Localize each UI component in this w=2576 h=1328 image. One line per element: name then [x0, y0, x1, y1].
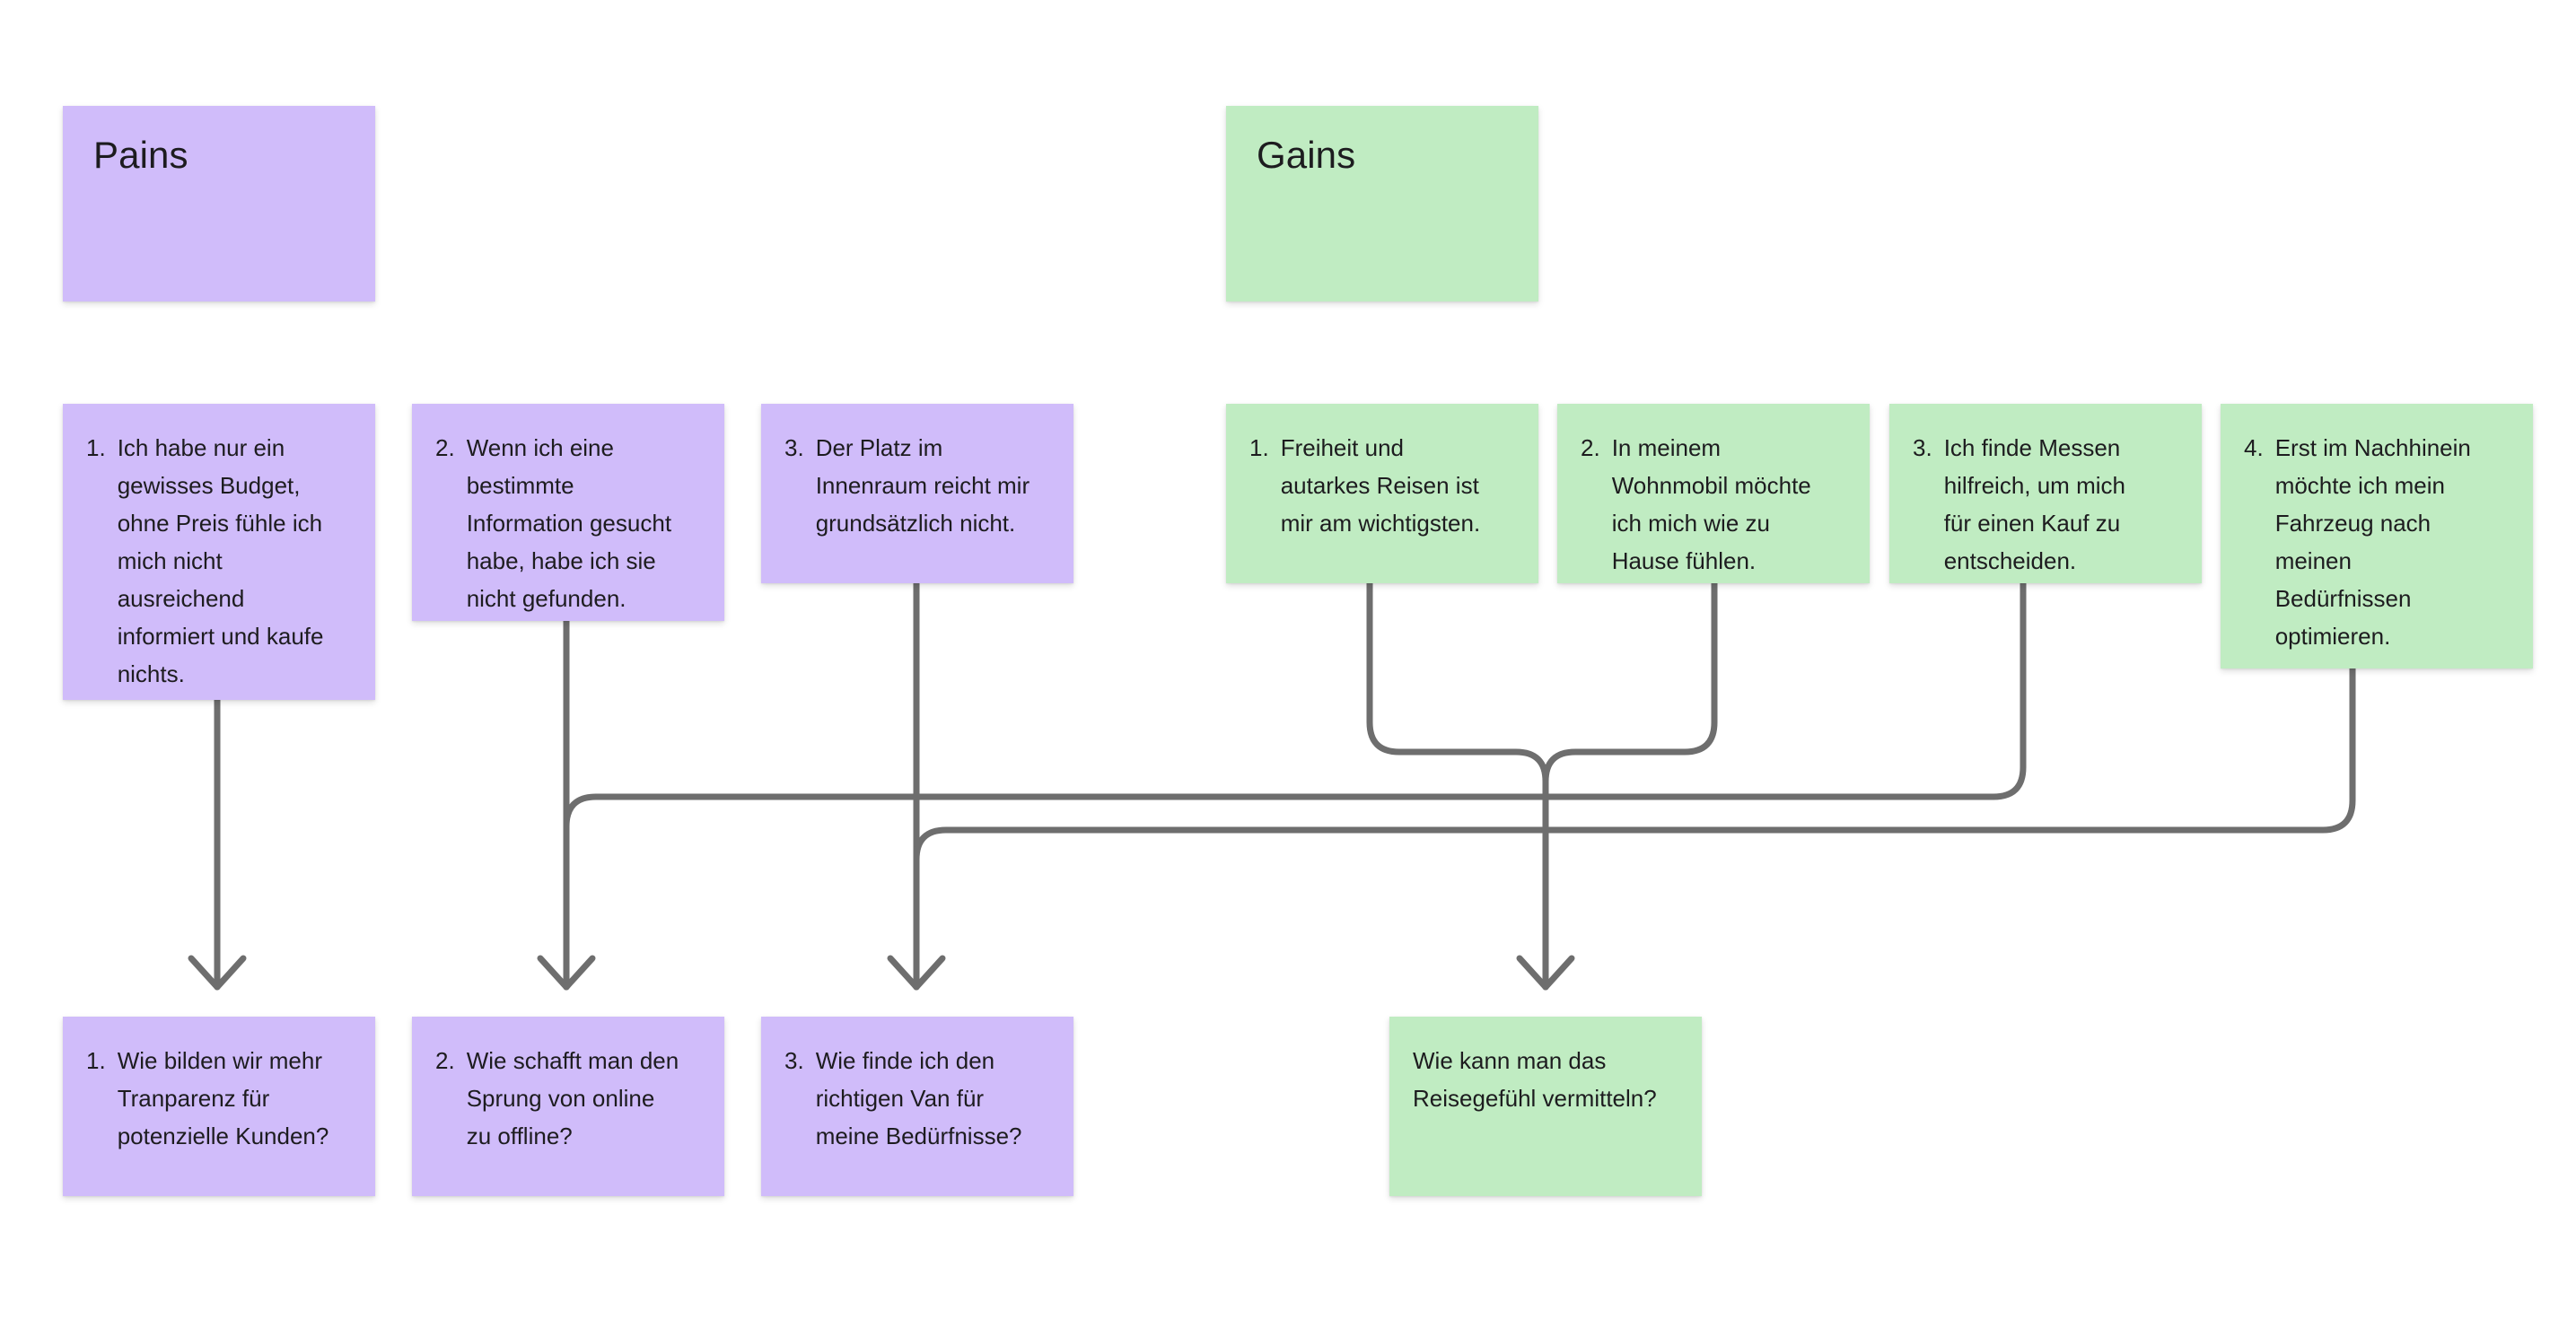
arrowhead-question2 [537, 955, 596, 991]
question-card-gain-1-content: Wie kann man das Reisegefühl vermitteln? [1413, 1042, 1678, 1117]
question-card-pain-3[interactable]: 3. Wie finde ich den richtigen Van für m… [761, 1017, 1073, 1196]
gain-card-3-number: 3. [1913, 434, 1932, 461]
question-card-pain-2-text: Wie schafft man den Sprung von online zu… [466, 1047, 679, 1149]
gain-card-3[interactable]: 3. Ich finde Messen hilfreich, um mich f… [1889, 404, 2202, 583]
pain-card-3-content: 3. Der Platz im Innenraum reicht mir gru… [784, 429, 1050, 542]
gain-card-1-text: Freiheit und autarkes Reisen ist mir am … [1280, 434, 1481, 537]
gain-card-2-number: 2. [1581, 434, 1600, 461]
pain-card-2-content: 2. Wenn ich eine bestimmte Information g… [435, 429, 701, 617]
connector-gain2-to-merge [1542, 580, 1718, 991]
pain-card-1-text: Ich habe nur ein gewisses Budget, ohne P… [117, 434, 324, 687]
question-card-pain-1[interactable]: 1. Wie bilden wir mehr Tranparenz für po… [63, 1017, 375, 1196]
question-card-pain-2-content: 2. Wie schafft man den Sprung von online… [435, 1042, 701, 1155]
connector-gain4-to-question3 [913, 665, 2356, 991]
question-card-pain-2-number: 2. [435, 1047, 455, 1074]
question-card-pain-1-content: 1. Wie bilden wir mehr Tranparenz für po… [86, 1042, 352, 1155]
connector-gain1-to-merge [1366, 580, 1549, 991]
question-card-pain-2[interactable]: 2. Wie schafft man den Sprung von online… [412, 1017, 724, 1196]
pain-card-2-text: Wenn ich eine bestimmte Information gesu… [466, 434, 672, 612]
pain-card-3[interactable]: 3. Der Platz im Innenraum reicht mir gru… [761, 404, 1073, 583]
header-title-pains: Pains [93, 134, 188, 176]
header-card-pains[interactable]: Pains [63, 106, 375, 301]
header-card-gains[interactable]: Gains [1226, 106, 1538, 301]
question-card-pain-3-content: 3. Wie finde ich den richtigen Van für m… [784, 1042, 1050, 1155]
pain-card-3-number: 3. [784, 434, 804, 461]
question-card-pain-3-text: Wie finde ich den richtigen Van für mein… [815, 1047, 1022, 1149]
question-card-gain-1-text: Wie kann man das Reisegefühl vermitteln? [1413, 1047, 1657, 1112]
arrowhead-question1 [188, 955, 247, 991]
gain-card-2[interactable]: 2. In meinem Wohnmobil möchte ich mich w… [1557, 404, 1870, 583]
arrowhead-question-gain [1516, 955, 1575, 991]
pain-card-3-text: Der Platz im Innenraum reicht mir grunds… [815, 434, 1030, 537]
gain-card-1-number: 1. [1249, 434, 1269, 461]
gain-card-4[interactable]: 4. Erst im Nachhinein möchte ich mein Fa… [2221, 404, 2533, 668]
pain-card-1[interactable]: 1. Ich habe nur ein gewisses Budget, ohn… [63, 404, 375, 700]
question-card-pain-1-text: Wie bilden wir mehr Tranparenz für poten… [117, 1047, 329, 1149]
pain-card-2[interactable]: 2. Wenn ich eine bestimmte Information g… [412, 404, 724, 621]
pain-card-1-number: 1. [86, 434, 106, 461]
gain-card-2-text: In meinem Wohnmobil möchte ich mich wie … [1611, 434, 1811, 574]
question-card-pain-3-number: 3. [784, 1047, 804, 1074]
header-title-gains: Gains [1257, 134, 1356, 176]
gain-card-4-number: 4. [2244, 434, 2264, 461]
question-card-gain-1[interactable]: Wie kann man das Reisegefühl vermitteln? [1389, 1017, 1702, 1196]
gain-card-4-text: Erst im Nachhinein möchte ich mein Fahrz… [2274, 434, 2471, 650]
connector-gain3-to-question2 [563, 580, 2027, 991]
gain-card-3-content: 3. Ich finde Messen hilfreich, um mich f… [1913, 429, 2178, 580]
gain-card-1-content: 1. Freiheit und autarkes Reisen ist mir … [1249, 429, 1515, 542]
pain-card-2-number: 2. [435, 434, 455, 461]
arrowhead-question3 [887, 955, 946, 991]
gain-card-3-text: Ich finde Messen hilfreich, um mich für … [1943, 434, 2125, 574]
question-card-pain-1-number: 1. [86, 1047, 106, 1074]
gain-card-2-content: 2. In meinem Wohnmobil möchte ich mich w… [1581, 429, 1846, 580]
gain-card-4-content: 4. Erst im Nachhinein möchte ich mein Fa… [2244, 429, 2510, 655]
pain-card-1-content: 1. Ich habe nur ein gewisses Budget, ohn… [86, 429, 352, 693]
gain-card-1[interactable]: 1. Freiheit und autarkes Reisen ist mir … [1226, 404, 1538, 583]
